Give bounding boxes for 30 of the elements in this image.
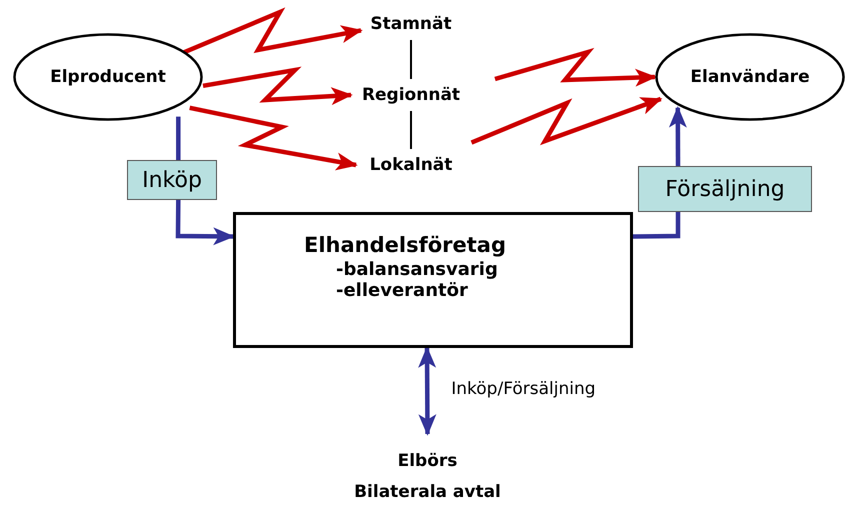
list-item: -balansansvarig <box>336 259 498 280</box>
node-label: Regionnät <box>362 85 460 105</box>
node-label: Bilaterala avtal <box>354 481 501 504</box>
connector-line <box>632 212 680 239</box>
lightning-arrow <box>202 66 353 106</box>
edge-label: Inköp/Försäljning <box>451 379 596 399</box>
lightning-arrow <box>470 96 662 146</box>
node-label: Inköp <box>142 168 202 192</box>
connector-line <box>410 40 412 79</box>
arrow <box>176 200 235 246</box>
connector-line <box>176 116 181 160</box>
node-label: Försäljning <box>665 176 785 202</box>
connector-line <box>410 111 412 149</box>
lightning-arrow <box>494 48 657 87</box>
flow-label-box <box>638 166 812 212</box>
box-heading: Elhandelsföretag <box>304 233 506 257</box>
lightning-arrow <box>189 106 358 170</box>
ellipse-node <box>13 33 203 121</box>
node-label: Stamnät <box>370 14 452 34</box>
node-label: Lokalnät <box>370 155 452 175</box>
node-label: Elbörs <box>398 450 458 473</box>
ellipse-node <box>655 33 845 121</box>
list-item: -elleverantör <box>336 280 468 301</box>
node-label: Elanvändare <box>690 67 810 87</box>
company-box <box>233 212 633 348</box>
arrow <box>668 106 687 166</box>
flow-label-box <box>127 160 217 200</box>
node-label: Elproducent <box>50 67 166 87</box>
arrow <box>418 346 436 436</box>
lightning-arrow <box>183 7 363 54</box>
